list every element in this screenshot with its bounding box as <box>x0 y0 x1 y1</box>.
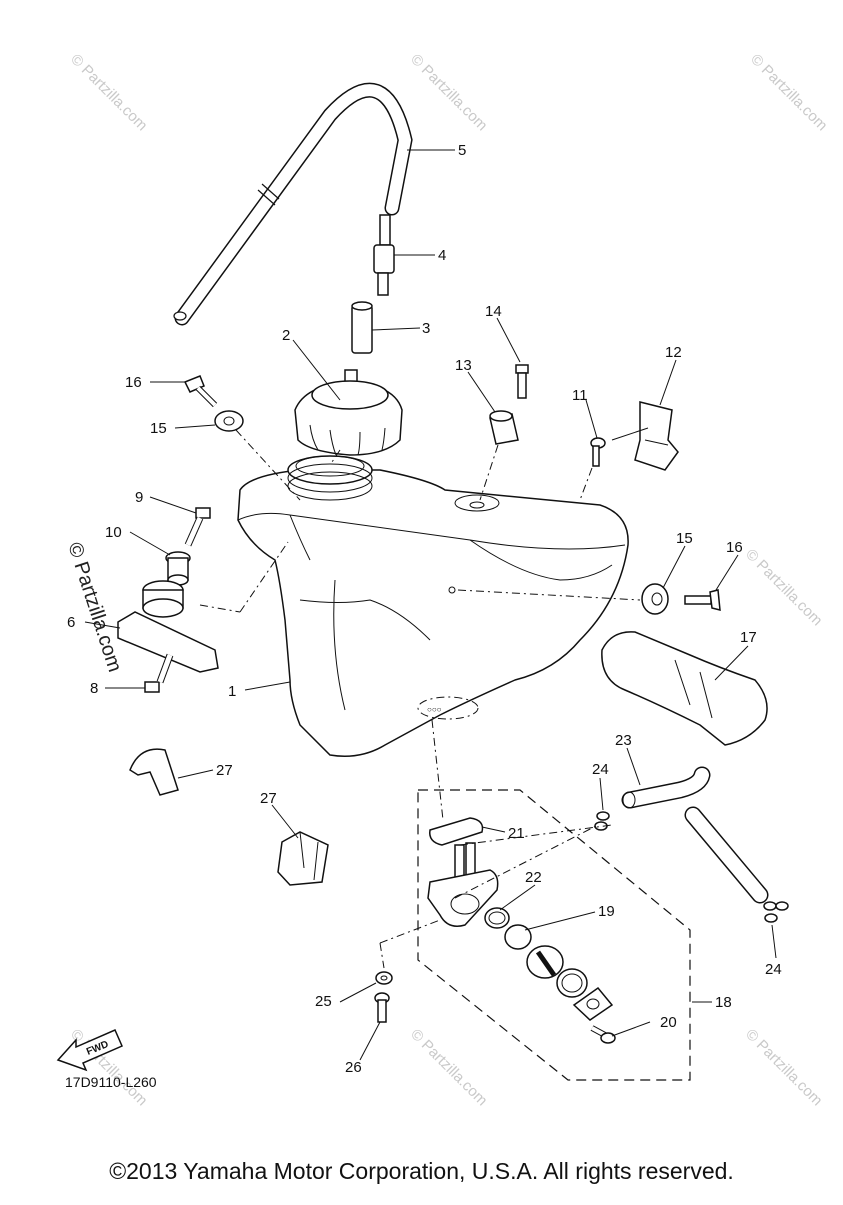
callout-21: 21 <box>508 825 525 842</box>
gasket-part-21[interactable] <box>429 817 484 846</box>
tank-outlet-mark: ○○○ <box>427 705 442 714</box>
fuel-cock-assembly-box-part-18 <box>417 789 691 1081</box>
hose-clip-part-24-lower[interactable] <box>763 901 789 923</box>
callout-8: 8 <box>90 680 98 697</box>
protector-part-17[interactable] <box>601 631 768 746</box>
fuel-cap-part-2[interactable] <box>294 369 403 456</box>
bolt-part-14[interactable] <box>515 364 529 399</box>
o-ring-part-22[interactable] <box>484 907 510 929</box>
callout-27-lower: 27 <box>260 790 277 807</box>
callout-13: 13 <box>455 357 472 374</box>
filter-part-19[interactable] <box>504 924 532 950</box>
copyright-notice: ©2013 Yamaha Motor Corporation, U.S.A. A… <box>109 1158 734 1184</box>
callout-12: 12 <box>665 344 682 361</box>
callout-2: 2 <box>282 327 290 344</box>
callout-labels: 1 2 3 4 5 6 8 9 10 11 12 13 14 15 15 16 … <box>67 142 782 1076</box>
screw-part-20[interactable] <box>590 1025 616 1044</box>
watermark-text: © Partzilla.com <box>407 1026 490 1109</box>
callout-18: 18 <box>715 994 732 1011</box>
bolt-part-8[interactable] <box>144 653 174 693</box>
bracket-part-6[interactable] <box>117 611 219 673</box>
callout-6: 6 <box>67 614 75 631</box>
fuel-tank-part-1[interactable]: ○○○ <box>237 455 629 757</box>
callout-9: 9 <box>135 489 143 506</box>
watermark-text: © Partzilla.com <box>747 51 830 134</box>
clip-part-12[interactable] <box>634 401 679 471</box>
callout-3: 3 <box>422 320 430 337</box>
forward-arrow-icon: FWD <box>56 1029 123 1072</box>
callout-24-upper: 24 <box>592 761 609 778</box>
assembly-lines <box>199 429 641 969</box>
callout-20: 20 <box>660 1014 677 1031</box>
lever-assembly[interactable] <box>526 945 614 1021</box>
bolt-part-9[interactable] <box>184 507 211 547</box>
callout-4: 4 <box>438 247 446 264</box>
callout-11: 11 <box>572 387 588 404</box>
damper-part-13[interactable] <box>489 410 519 445</box>
clamp-part-27-lower[interactable] <box>277 831 329 886</box>
grommet-part-15-left[interactable] <box>214 410 244 432</box>
callout-24-lower: 24 <box>765 961 782 978</box>
fuel-hose-part-23[interactable] <box>621 766 769 904</box>
callout-5: 5 <box>458 142 466 159</box>
callout-14: 14 <box>485 303 502 320</box>
callout-16-right: 16 <box>726 539 743 556</box>
callout-15-left: 15 <box>150 420 167 437</box>
screw-part-11[interactable] <box>590 437 606 467</box>
callout-leaders <box>84 149 777 1061</box>
callout-26: 26 <box>345 1059 362 1076</box>
washer-part-25[interactable] <box>375 971 393 985</box>
watermark-text: © Partzilla.com <box>407 51 490 134</box>
callout-22: 22 <box>525 869 542 886</box>
callout-17: 17 <box>740 629 757 646</box>
fuel-cock-body[interactable] <box>427 842 499 927</box>
callout-15-right: 15 <box>676 530 693 547</box>
callout-23: 23 <box>615 732 632 749</box>
callout-19: 19 <box>598 903 615 920</box>
breather-hose-part-5[interactable] <box>173 82 413 326</box>
vent-tube-part-3[interactable] <box>351 301 373 354</box>
callout-25: 25 <box>315 993 332 1010</box>
watermark-text-large: © Partzilla.com <box>63 540 126 675</box>
watermark-text: © Partzilla.com <box>742 1026 825 1109</box>
callout-10: 10 <box>105 524 122 541</box>
bolt-part-16-right[interactable] <box>684 589 721 611</box>
clamp-part-27-upper[interactable] <box>129 748 179 796</box>
watermark-text: © Partzilla.com <box>67 51 150 134</box>
callout-27-upper: 27 <box>216 762 233 779</box>
callout-1: 1 <box>228 683 236 700</box>
grommet-part-15-right[interactable] <box>641 583 669 615</box>
watermark-text: © Partzilla.com <box>742 546 825 629</box>
screw-part-26[interactable] <box>374 992 390 1023</box>
collar-part-10[interactable] <box>165 551 191 586</box>
drawing-code: 17D9110-L260 <box>65 1074 157 1090</box>
bolt-part-16-left[interactable] <box>183 375 218 408</box>
damper-part-7[interactable] <box>142 580 184 618</box>
hose-fitting-part-4[interactable] <box>373 214 395 296</box>
callout-16-left: 16 <box>125 374 142 391</box>
